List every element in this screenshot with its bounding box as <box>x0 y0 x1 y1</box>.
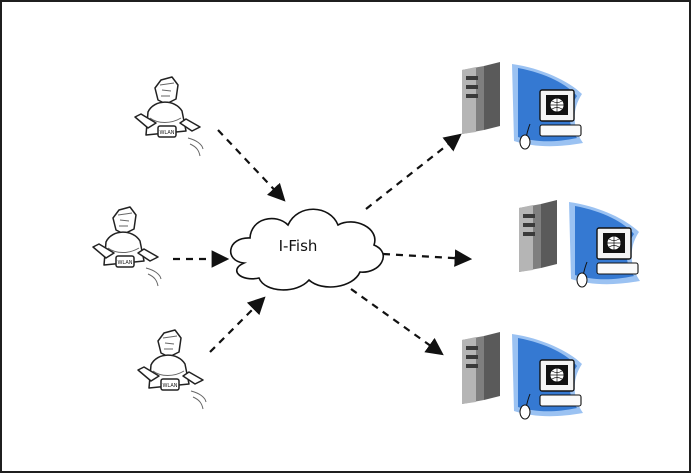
client-user-1: WLAN <box>134 76 204 157</box>
cloud-label: I-Fish <box>279 237 318 255</box>
arrow-client-3-to-cloud <box>209 296 266 353</box>
arrow-client-1-to-cloud <box>217 129 286 202</box>
monitor-icon <box>576 227 639 288</box>
arrow-cloud-to-server-3 <box>350 288 444 356</box>
arrow-cloud-to-server-2 <box>382 249 473 267</box>
server-icon <box>462 62 500 134</box>
arrow-cloud-to-server-1 <box>365 133 462 210</box>
monitor-icon <box>519 359 582 420</box>
server-icon <box>519 200 557 272</box>
monitor-icon <box>519 89 582 150</box>
user-icon: WLAN <box>134 76 204 157</box>
device-label: WLAN <box>162 383 177 389</box>
user-icon: WLAN <box>137 329 207 410</box>
server-workstation-2 <box>519 200 640 288</box>
client-user-3: WLAN <box>137 329 207 410</box>
cloud-icon: I-Fish <box>229 208 385 291</box>
server-icon <box>462 332 500 404</box>
server-workstation-3 <box>462 332 583 420</box>
device-label: WLAN <box>117 260 132 266</box>
server-workstation-1 <box>462 62 583 150</box>
client-user-2: WLAN <box>92 206 162 287</box>
device-label: WLAN <box>159 130 174 136</box>
user-icon: WLAN <box>92 206 162 287</box>
